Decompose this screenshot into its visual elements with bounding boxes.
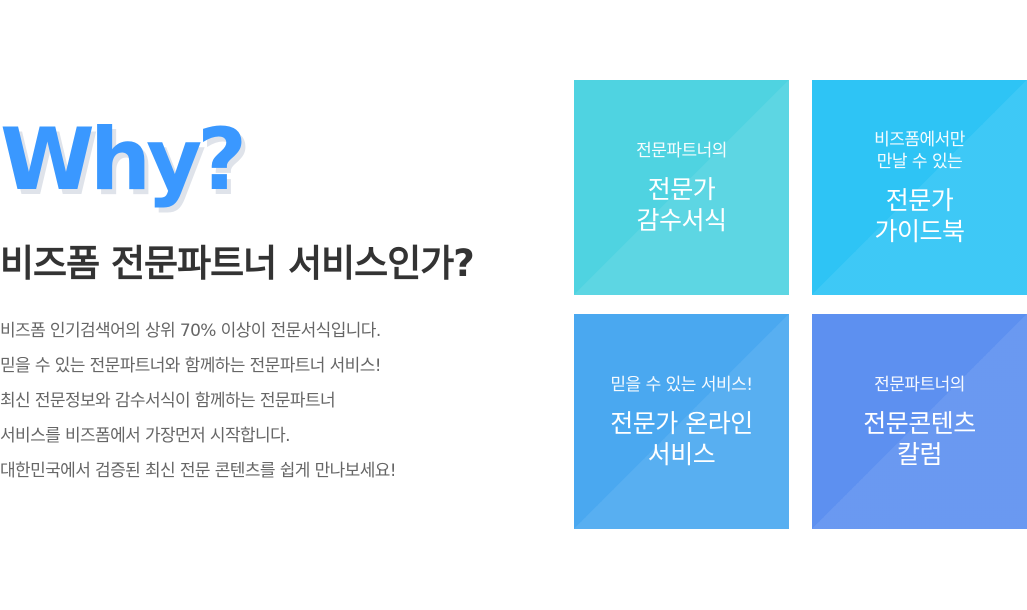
intro-section: Why? 비즈폼 전문파트너 서비스인가? 비즈폼 인기검색어의 상위 70% … bbox=[0, 110, 540, 489]
card-content: 믿을 수 있는 서비스! 전문가 온라인 서비스 bbox=[574, 374, 789, 470]
description-line: 서비스를 비즈폼에서 가장먼저 시작합니다. bbox=[0, 426, 291, 446]
card-subtitle: 비즈폼에서만 만날 수 있는 bbox=[874, 129, 965, 172]
card-expert-content-column[interactable]: 전문파트너의 전문콘텐츠 칼럼 bbox=[812, 314, 1027, 529]
section-headline: 비즈폼 전문파트너 서비스인가? bbox=[0, 242, 475, 285]
card-title: 전문콘텐츠 칼럼 bbox=[863, 408, 976, 469]
card-subtitle: 전문파트너의 bbox=[636, 140, 727, 161]
why-title: Why? bbox=[0, 110, 247, 210]
card-expert-online-service[interactable]: 믿을 수 있는 서비스! 전문가 온라인 서비스 bbox=[574, 314, 789, 529]
card-expert-guidebook[interactable]: 비즈폼에서만 만날 수 있는 전문가 가이드북 bbox=[812, 80, 1027, 295]
description-line: 비즈폼 인기검색어의 상위 70% 이상이 전문서식입니다. bbox=[0, 321, 381, 341]
card-expert-reviewed-forms[interactable]: 전문파트너의 전문가 감수서식 bbox=[574, 80, 789, 295]
card-subtitle: 믿을 수 있는 서비스! bbox=[610, 374, 753, 395]
description-list: 비즈폼 인기검색어의 상위 70% 이상이 전문서식입니다. 믿을 수 있는 전… bbox=[0, 314, 540, 489]
description-line: 최신 전문정보와 감수서식이 함께하는 전문파트너 bbox=[0, 391, 336, 411]
card-content: 전문파트너의 전문가 감수서식 bbox=[574, 140, 789, 236]
card-content: 전문파트너의 전문콘텐츠 칼럼 bbox=[812, 374, 1027, 470]
description-line: 대한민국에서 검증된 최신 전문 콘텐츠를 쉽게 만나보세요! bbox=[0, 461, 397, 481]
card-subtitle: 전문파트너의 bbox=[874, 374, 965, 395]
description-line: 믿을 수 있는 전문파트너와 함께하는 전문파트너 서비스! bbox=[0, 356, 382, 376]
card-content: 비즈폼에서만 만날 수 있는 전문가 가이드북 bbox=[812, 129, 1027, 247]
card-title: 전문가 가이드북 bbox=[874, 185, 965, 246]
card-title: 전문가 온라인 서비스 bbox=[610, 408, 753, 469]
card-title: 전문가 감수서식 bbox=[636, 174, 727, 235]
service-cards: 전문파트너의 전문가 감수서식 비즈폼에서만 만날 수 있는 전문가 가이드북 … bbox=[574, 80, 1027, 530]
